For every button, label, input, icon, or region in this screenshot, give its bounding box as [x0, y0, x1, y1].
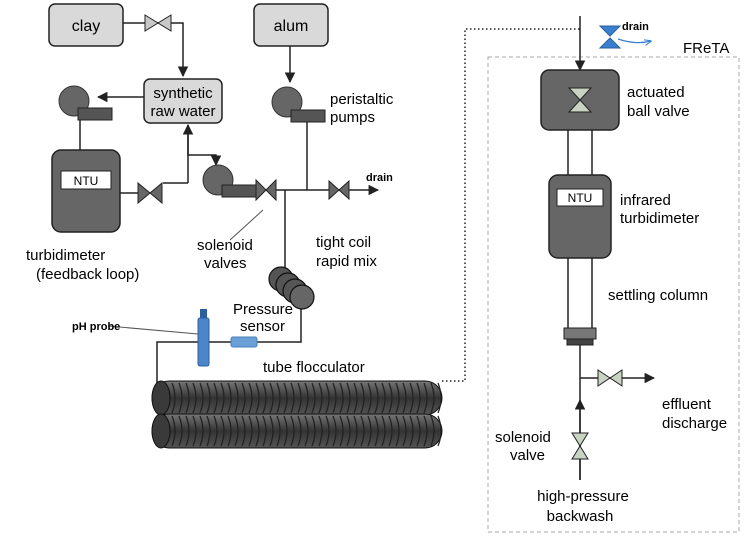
alum-label: alum: [274, 18, 309, 35]
drain-valve-icon: [328, 179, 350, 201]
pressure-sensor: [230, 336, 258, 348]
infrared-label: infrared: [620, 192, 671, 209]
drain-right-label: drain: [622, 21, 649, 33]
column-base: [563, 327, 597, 346]
left-turbidimeter: NTU: [51, 149, 121, 233]
synthetic-label: synthetic: [153, 85, 213, 102]
settling-column: [567, 130, 593, 330]
turbidimeter-right-label: turbidimeter: [620, 210, 699, 227]
valves-label: valves: [204, 255, 247, 272]
pump-icon: [202, 164, 257, 198]
ph-probe-label: pH probe: [72, 321, 120, 333]
feedback-loop-label: (feedback loop): [36, 266, 139, 283]
effluent-valve-icon: [597, 369, 623, 387]
valve-label: valve: [510, 447, 545, 464]
effluent-label: effluent: [662, 396, 712, 413]
peristaltic-label: peristaltic: [330, 91, 394, 108]
ntu-right-label: NTU: [568, 191, 593, 205]
dotted-connector: [442, 28, 580, 382]
ball-valve-label: ball valve: [627, 103, 690, 120]
tube-flocculator: [151, 380, 443, 449]
infrared-turbidimeter: NTU: [548, 174, 612, 259]
backwash-solenoid-valve-icon: [571, 432, 589, 460]
freta-boundary: [487, 56, 740, 533]
clay-label: clay: [72, 18, 100, 35]
solenoid-pointer: [229, 209, 264, 241]
clay-tank: clay: [48, 3, 124, 47]
drain-valve-blue-icon: [598, 25, 622, 49]
piping-left: [79, 22, 380, 384]
tight-coil-rapid-mix: [268, 266, 315, 310]
settling-column-label: settling column: [608, 287, 708, 304]
discharge-label: discharge: [662, 415, 727, 432]
drain-arrow: [617, 38, 651, 43]
freta-label: FReTA: [683, 40, 729, 57]
clay-valve-icon: [144, 14, 172, 32]
backwash-label: backwash: [547, 508, 614, 525]
synthetic-raw-water-tank: synthetic raw water: [143, 78, 223, 124]
alum-tank: alum: [253, 3, 329, 47]
solenoid-valves-label: solenoid: [197, 237, 253, 254]
actuated-label: actuated: [627, 84, 685, 101]
feedback-valve-icon: [137, 181, 163, 205]
pumps-label: pumps: [330, 109, 375, 126]
raw-water-label: raw water: [150, 103, 215, 120]
pump-icon: [271, 86, 326, 123]
rapid-mix-label: rapid mix: [316, 253, 377, 270]
tight-coil-label: tight coil: [316, 234, 371, 251]
ph-pointer: [107, 325, 199, 335]
pump-icon: [58, 85, 113, 121]
actuated-ball-valve: [540, 69, 620, 131]
tube-flocculator-label: tube flocculator: [263, 359, 365, 376]
ph-probe: [197, 309, 210, 367]
turbidimeter-label: turbidimeter: [26, 247, 105, 264]
sensor-label: sensor: [240, 318, 285, 335]
ntu-left-label: NTU: [74, 174, 99, 188]
high-pressure-label: high-pressure: [537, 488, 629, 505]
pressure-label: Pressure: [233, 301, 293, 318]
drain-label: drain: [366, 172, 393, 184]
solenoid-label: solenoid: [495, 429, 551, 446]
solenoid-valve-icon: [255, 178, 277, 202]
